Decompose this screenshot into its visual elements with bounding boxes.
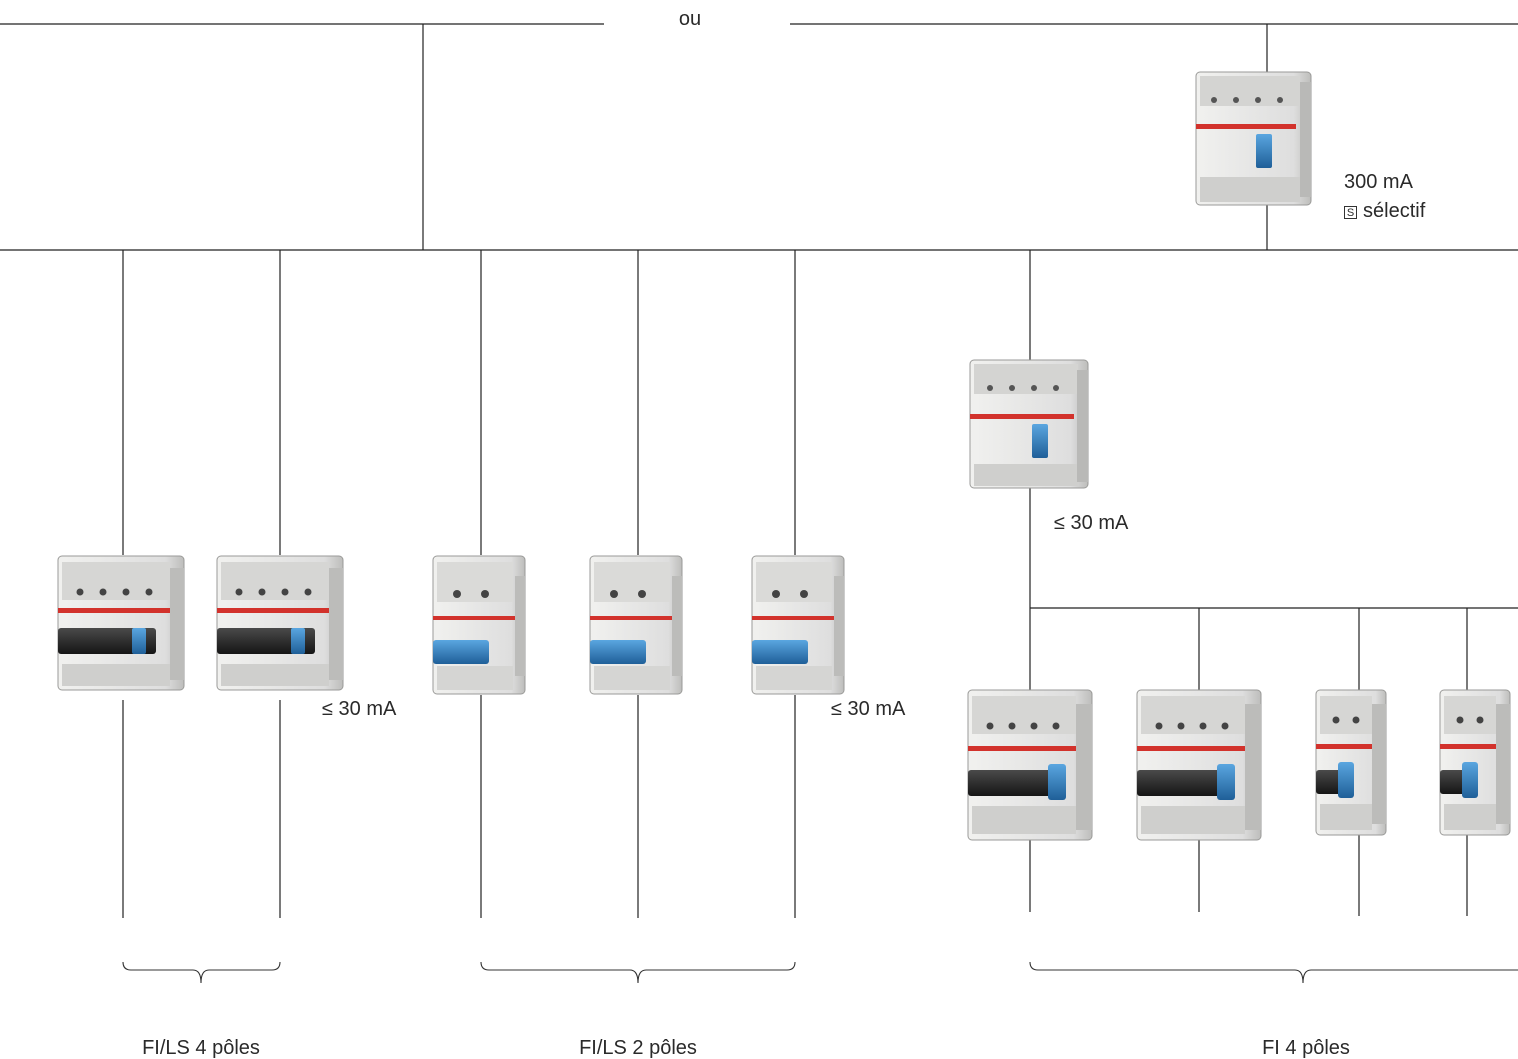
group-braces — [122, 961, 1518, 984]
selective-symbol-icon: S — [1344, 206, 1357, 219]
brace-2p — [480, 961, 796, 984]
fi-rcd-device — [969, 359, 1089, 489]
or-label: ou — [678, 8, 702, 30]
fils-2p-device-3 — [751, 555, 845, 695]
group-2p-rating-label: ≤ 30 mA — [831, 698, 906, 720]
group-label-fi-4p: FI 4 pôles — [1262, 1037, 1350, 1059]
selective-rcd-device — [1195, 71, 1312, 206]
group-4p-rating-label: ≤ 30 mA — [322, 698, 397, 720]
sub-mcb-4p-device-2 — [1136, 689, 1262, 841]
sub-mcb-4p-device-1 — [967, 689, 1093, 841]
sub-mcb-1p-device-2 — [1439, 689, 1511, 836]
group-label-fils-2p: FI/LS 2 pôles — [579, 1037, 697, 1059]
fils-4p-device-2 — [216, 555, 344, 691]
selective-rating-label: 300 mA — [1344, 171, 1413, 193]
fi-rating-label: ≤ 30 mA — [1054, 512, 1129, 534]
fils-4p-device-1 — [57, 555, 185, 691]
selective-mode-text: sélectif — [1363, 200, 1426, 222]
brace-fi — [1029, 961, 1518, 984]
brace-4p — [122, 961, 281, 984]
wiring-lines — [0, 23, 1518, 918]
fils-2p-device-2 — [589, 555, 683, 695]
fils-2p-device-1 — [432, 555, 526, 695]
sub-mcb-1p-device-1 — [1315, 689, 1387, 836]
group-label-fils-4p: FI/LS 4 pôles — [142, 1037, 260, 1059]
